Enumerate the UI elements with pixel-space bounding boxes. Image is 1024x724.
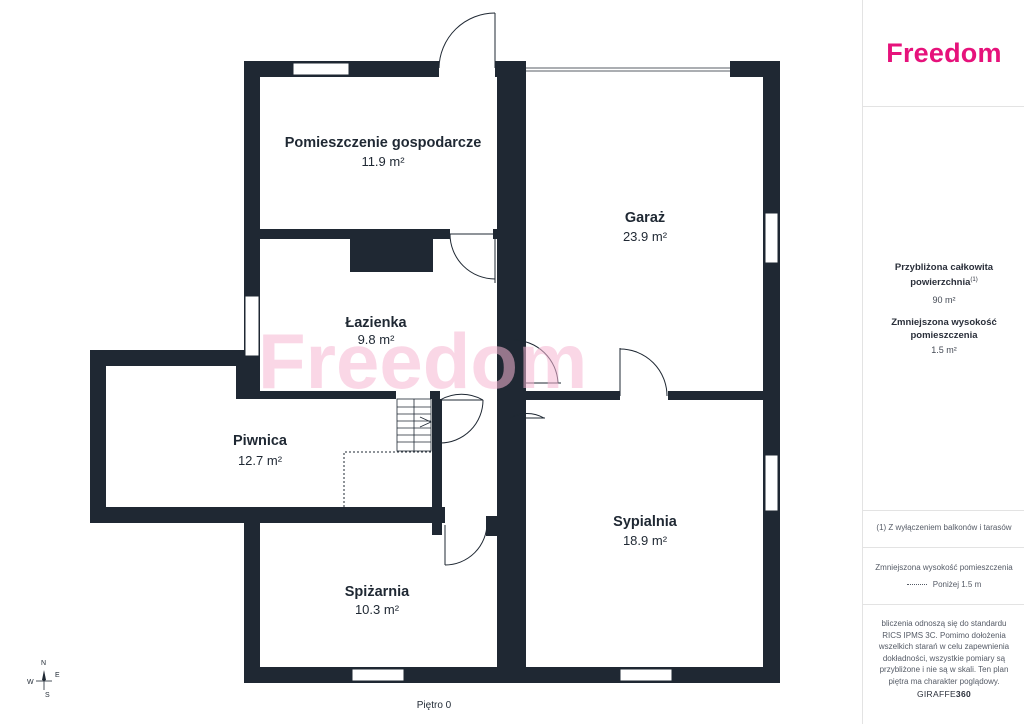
divider bbox=[863, 106, 1024, 107]
giraffe360-logo: GIRAFFE360 bbox=[916, 689, 972, 699]
legend-title: Zmniejszona wysokość pomieszczenia bbox=[875, 563, 1013, 572]
room-name-sypialnia: Sypialnia bbox=[613, 514, 678, 530]
legend: Zmniejszona wysokość pomieszczenia Poniż… bbox=[863, 562, 1024, 590]
room-area-spizarnia: 10.3 m² bbox=[355, 602, 400, 617]
legend-item: Poniżej 1.5 m bbox=[863, 579, 1024, 591]
room-name-garaz: Garaż bbox=[625, 210, 665, 226]
total-area-value: 90 m² bbox=[932, 295, 956, 306]
freedom-logo: Freedom bbox=[886, 38, 1002, 68]
room-area-piwnica: 12.7 m² bbox=[238, 453, 283, 468]
windows bbox=[244, 62, 779, 682]
svg-text:E: E bbox=[55, 672, 60, 679]
floor-label: Piętro 0 bbox=[416, 700, 452, 711]
reduced-height-heading: Zmniejszona wysokość pomieszczenia bbox=[891, 317, 997, 342]
total-area-heading: Przybliżona całkowita powierzchnia(1) bbox=[894, 262, 994, 289]
svg-text:S: S bbox=[45, 692, 50, 699]
divider bbox=[863, 547, 1024, 548]
room-name-piwnica: Piwnica bbox=[233, 433, 288, 449]
floor-plan: Freedom Pomieszczenie gospodarcze 11.9 m… bbox=[27, 12, 780, 699]
watermark: Freedom bbox=[258, 317, 587, 405]
room-area-sypialnia: 18.9 m² bbox=[623, 533, 668, 548]
room-name-pomieszczenie: Pomieszczenie gospodarcze bbox=[285, 135, 482, 151]
total-area-block: Przybliżona całkowita powierzchnia(1) 90… bbox=[863, 261, 1024, 355]
reduced-height-area bbox=[343, 451, 431, 507]
room-area-lazienka: 9.8 m² bbox=[358, 332, 396, 347]
room-area-garaz: 23.9 m² bbox=[623, 229, 668, 244]
compass-icon: N E S W bbox=[27, 660, 60, 699]
room-labels: Pomieszczenie gospodarcze 11.9 m² Garaż … bbox=[233, 135, 678, 617]
doors bbox=[438, 12, 668, 566]
room-name-spizarnia: Spiżarnia bbox=[345, 584, 410, 600]
room-name-lazienka: Łazienka bbox=[345, 315, 407, 331]
room-area-pomieszczenie: 11.9 m² bbox=[361, 154, 405, 169]
reduced-height-value: 1.5 m² bbox=[931, 345, 957, 356]
info-panel: Freedom Przybliżona całkowita powierzchn… bbox=[862, 0, 1024, 724]
divider bbox=[863, 510, 1024, 511]
footnote: (1) Z wyłączeniem balkonów i tarasów bbox=[876, 523, 1012, 532]
dotted-line-icon bbox=[906, 583, 927, 585]
garage-door bbox=[526, 67, 730, 72]
stairs bbox=[396, 398, 432, 452]
disclaimer: bliczenia odnoszą się do standardu RICS … bbox=[878, 619, 1010, 686]
svg-text:N: N bbox=[41, 660, 46, 667]
svg-text:W: W bbox=[27, 679, 34, 686]
divider bbox=[863, 604, 1024, 605]
